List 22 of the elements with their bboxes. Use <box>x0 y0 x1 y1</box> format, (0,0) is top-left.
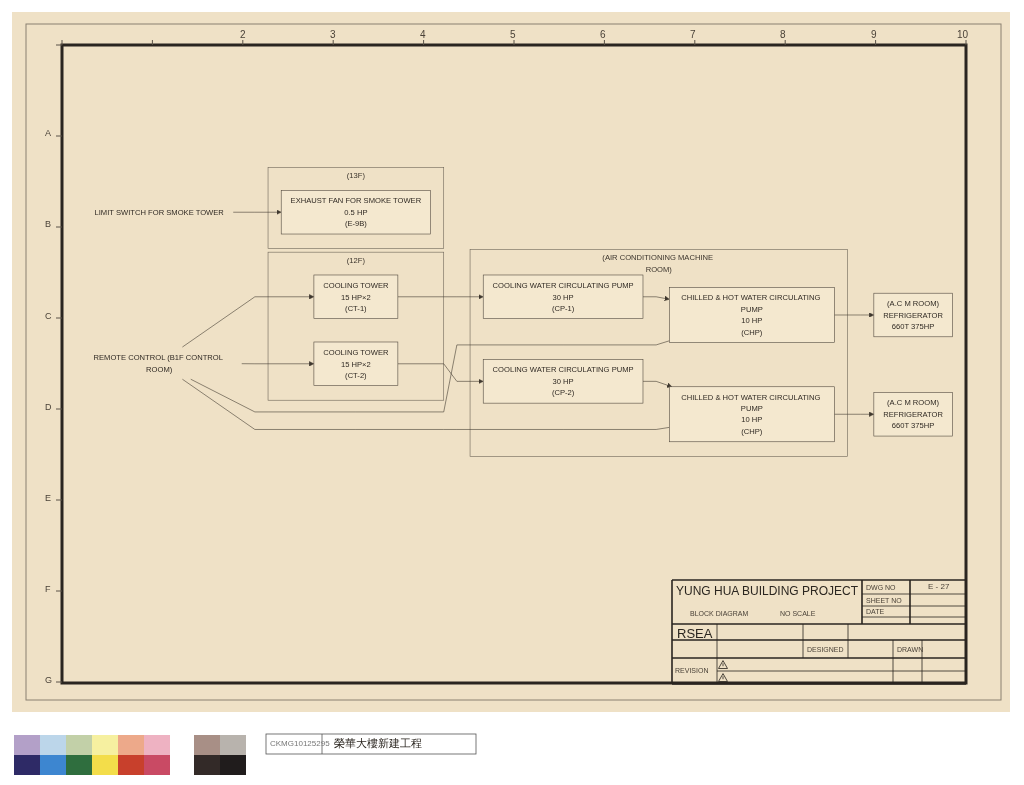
project-title: YUNG HUA BUILDING PROJECT <box>676 585 859 597</box>
catalogue-title: 榮華大樓新建工程 <box>334 738 422 749</box>
grid-reference: 3 <box>330 30 336 40</box>
grid-reference: 4 <box>420 30 426 40</box>
grid-reference: B <box>45 220 51 229</box>
grid-reference: 6 <box>600 30 606 40</box>
grid-reference: D <box>45 403 52 412</box>
drawing-number: E - 27 <box>928 583 950 591</box>
grid-reference: A <box>45 129 51 138</box>
grid-reference: 8 <box>780 30 786 40</box>
firm-code: RSEA <box>677 627 713 640</box>
grid-reference: G <box>45 676 52 685</box>
grid-reference: E <box>45 494 51 503</box>
grid-reference: 9 <box>871 30 877 40</box>
grid-reference: 7 <box>690 30 696 40</box>
connector-line <box>182 378 670 430</box>
connector-line <box>190 340 670 413</box>
grid-reference: 2 <box>240 30 246 40</box>
grid-reference: 5 <box>510 30 516 40</box>
grid-reference: 10 <box>957 30 969 40</box>
grid-reference: C <box>45 312 52 321</box>
grid-reference: F <box>45 585 51 594</box>
